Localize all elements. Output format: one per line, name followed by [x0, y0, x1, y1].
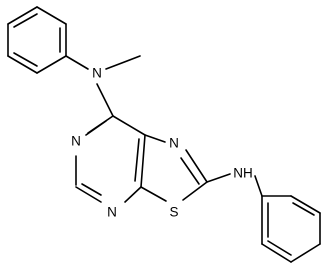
bond: [75, 186, 102, 203]
pyrimidine-ring: [75, 115, 146, 203]
pyrimidine-nitrogen-upper-label: N: [71, 134, 81, 149]
bond: [36, 55, 67, 74]
bond: [124, 186, 142, 203]
bond: [96, 83, 114, 117]
bond: [180, 157, 200, 185]
bond: [290, 195, 321, 214]
pyrimidine-nitrogen-lower-label: N: [107, 205, 117, 220]
bond: [254, 175, 263, 197]
bond: [182, 181, 208, 201]
top-phenyl-ring: [7, 6, 67, 74]
bond: [261, 243, 292, 263]
anilino-nh-label: NH: [233, 166, 253, 181]
methyl-bond: [105, 55, 141, 70]
bond: [13, 52, 38, 67]
bond: [85, 120, 107, 136]
bond: [7, 6, 38, 25]
thiazole-ring: [140, 134, 208, 202]
bond: [112, 115, 146, 136]
bond: [292, 202, 315, 216]
bond: [144, 134, 166, 143]
bond: [81, 183, 102, 196]
bond: [36, 6, 67, 25]
bond: [206, 173, 231, 183]
bond: [185, 149, 208, 183]
thiazole-nitrogen-label: N: [169, 136, 179, 151]
bond: [290, 243, 321, 263]
bond: [140, 186, 167, 202]
bond: [134, 138, 140, 182]
bond: [7, 55, 38, 74]
bond: [13, 13, 38, 28]
bond: [65, 55, 89, 70]
bottom-phenyl-ring: [261, 195, 321, 263]
bond: [267, 240, 292, 256]
thiazole-sulfur-label: S: [169, 205, 178, 220]
bond: [140, 134, 146, 188]
amine-nitrogen-label: N: [92, 66, 102, 81]
